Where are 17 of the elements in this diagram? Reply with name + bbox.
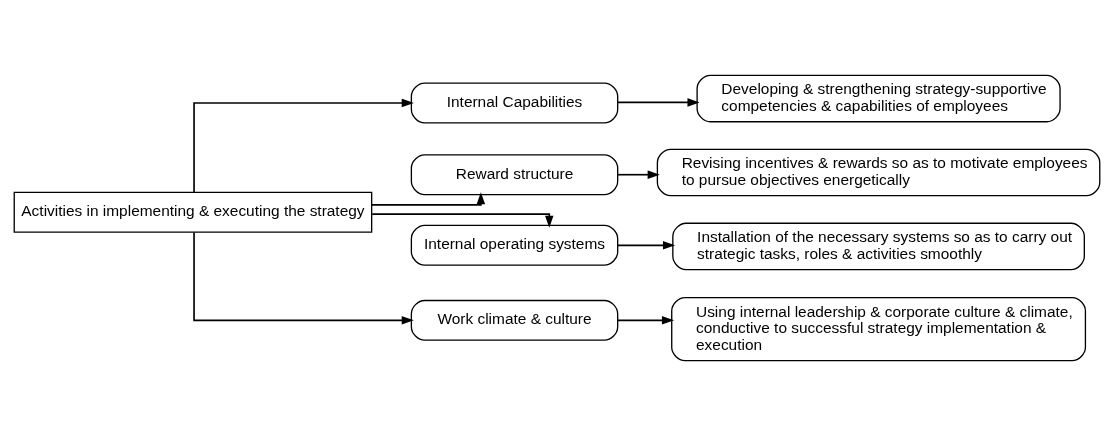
node-box: Installation of the necessary systems so as to carry out strategic tasks, roles & activities smoothly	[672, 222, 1085, 270]
node-box: Activities in implementing & executing the strategy	[13, 191, 373, 233]
node-box: Revising incentives & rewards so as to motivate employees to pursue objectives energetically	[656, 148, 1101, 196]
arrow	[617, 97, 700, 107]
arrow	[193, 98, 414, 193]
node-box: Internal operating systems	[410, 224, 619, 266]
arrow	[193, 231, 414, 325]
node-box: Using internal leadership & corporate culture & climate, conductive to successful strategy implementation & execution	[671, 296, 1087, 361]
node-box: Reward structure	[410, 153, 619, 195]
arrow	[371, 191, 486, 206]
arrow	[371, 212, 554, 228]
node-box: Internal Capabilities	[410, 82, 619, 123]
arrow	[617, 240, 676, 250]
arrow	[617, 169, 660, 179]
node-box: Work climate & culture	[410, 299, 619, 341]
arrow	[617, 315, 675, 325]
node-box: Developing & strengthening strategy-supportive competencies & capabilities of employees	[696, 74, 1061, 122]
